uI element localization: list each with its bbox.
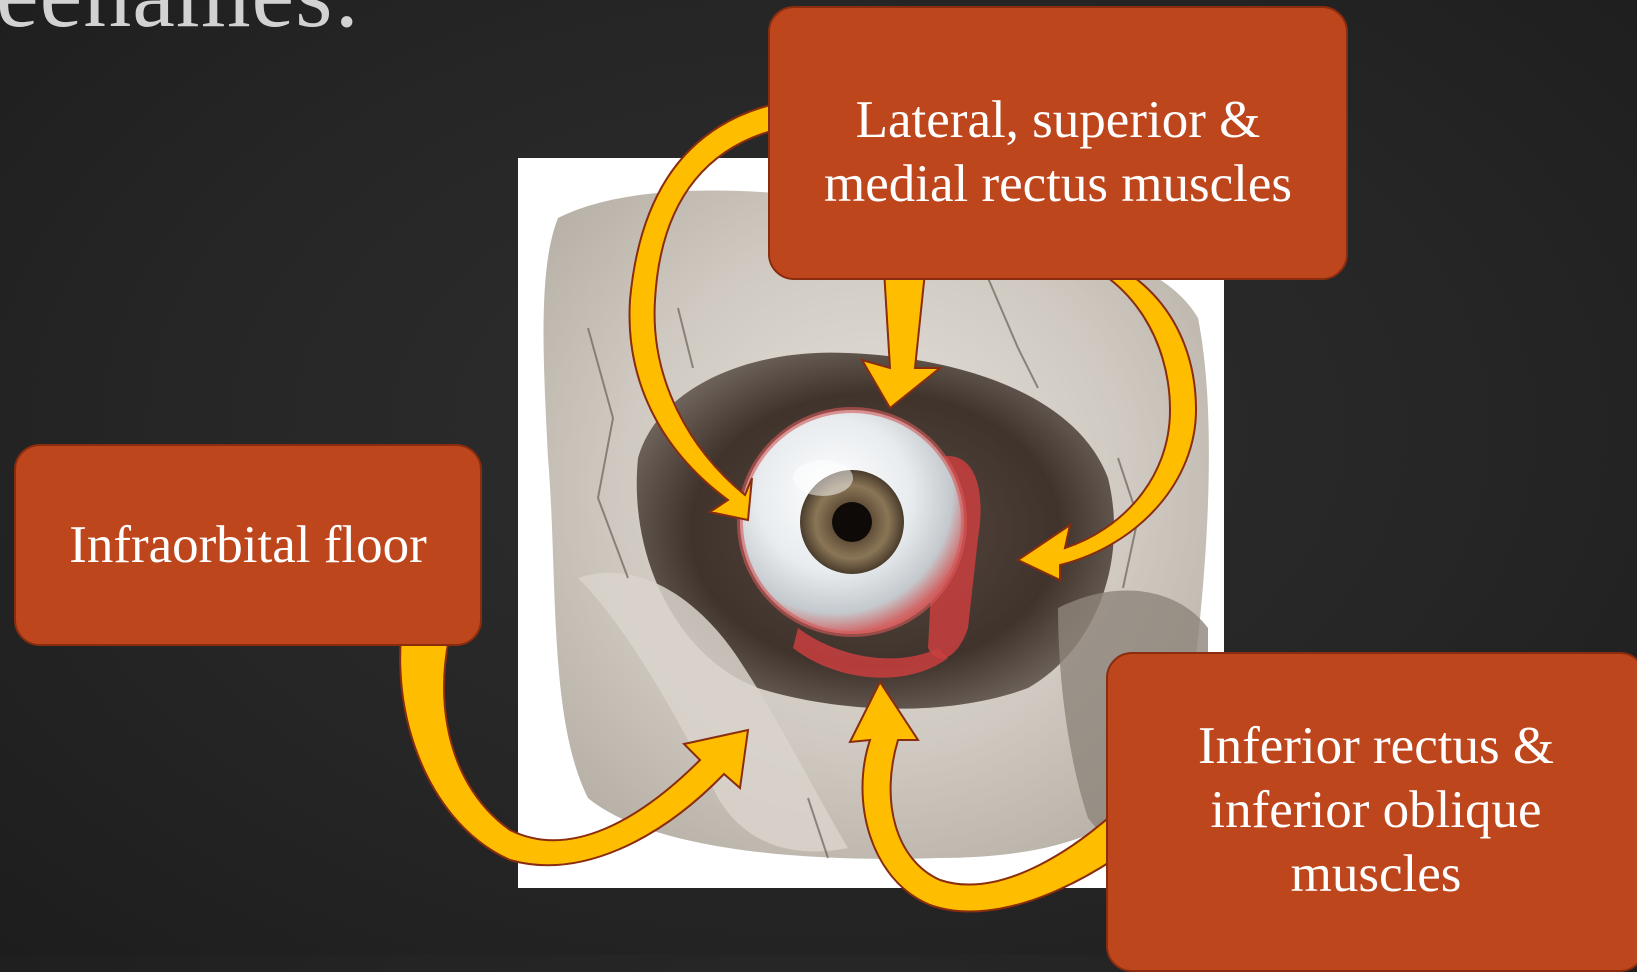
callout-infraorbital-floor-text: Infraorbital floor — [69, 513, 427, 577]
callout-inferior-muscles-text: Inferior rectus & inferior oblique muscl… — [1198, 714, 1554, 906]
callout-infraorbital-floor: Infraorbital floor — [14, 444, 482, 646]
arrow-top-to-eye-right — [1018, 245, 1196, 580]
callout-rectus-muscles-text: Lateral, superior & medial rectus muscle… — [824, 88, 1292, 216]
callout-rectus-muscles: Lateral, superior & medial rectus muscle… — [768, 6, 1348, 280]
callout-inferior-muscles: Inferior rectus & inferior oblique muscl… — [1106, 652, 1637, 972]
